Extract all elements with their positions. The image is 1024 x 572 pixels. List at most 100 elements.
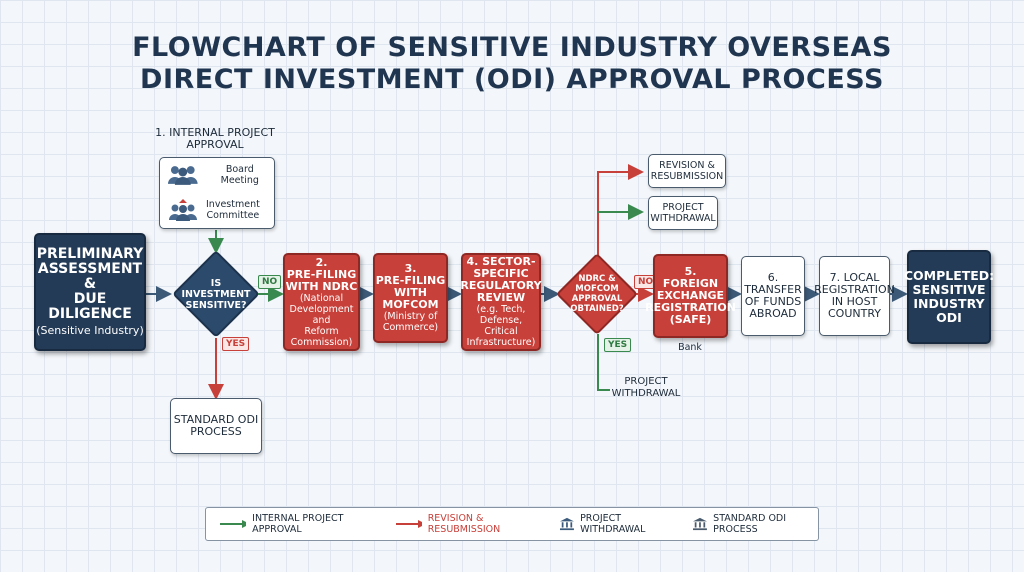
local-line-3: IN HOST [831, 295, 878, 308]
standard-odi-box: STANDARD ODI PROCESS [170, 398, 262, 454]
decision-approval-line-3: APPROVAL [571, 294, 623, 304]
legend-label-internal-approval: INTERNAL PROJECT APPROVAL [252, 513, 344, 535]
page-title-line-2: DIRECT INVESTMENT (ODI) APPROVAL PROCESS [140, 64, 884, 95]
project-withdrawal-bottom-label: PROJECT WITHDRAWAL [606, 376, 686, 400]
internal-approval-heading-line-2: APPROVAL [186, 138, 244, 151]
committee-icon [169, 199, 197, 221]
local-line-4: COUNTRY [828, 307, 881, 320]
completed-box: COMPLETED: SENSITIVE INDUSTRY ODI [903, 250, 995, 344]
sector-line-3: REGULATORY [460, 279, 542, 292]
legend-item-standard-odi: STANDARD ODI PROCESS [693, 513, 818, 535]
legend-item-internal-approval: INTERNAL PROJECT APPROVAL [220, 513, 378, 535]
decision-approval-line-4: OBTAINED? [570, 304, 624, 314]
legend-label-withdrawal: PROJECT WITHDRAWAL [580, 513, 646, 535]
decision-sensitive-yes-badge: YES [222, 337, 250, 351]
preliminary-assessment-box: PRELIMINARY ASSESSMENT & DUE DILIGENCE (… [34, 233, 146, 351]
page-title-line-1: FLOWCHART OF SENSITIVE INDUSTRY OVERSEAS [132, 32, 892, 63]
internal-approval-heading-line-1: 1. INTERNAL PROJECT [155, 126, 275, 139]
revision-line-1: REVISION & [659, 160, 715, 171]
local-line-2: REGISTRATION [814, 283, 895, 296]
revision-resubmission-box: REVISION & RESUBMISSION [648, 154, 726, 188]
legend-item-revision: REVISION & RESUBMISSION [395, 513, 543, 535]
forex-line-4: REGISTRATION [645, 301, 736, 314]
institution-icon [693, 517, 708, 531]
ndrc-line-7: Commission) [290, 336, 353, 348]
ndrc-prefiling-box: 2. PRE-FILING WITH NDRC (National Develo… [283, 253, 360, 351]
standard-odi-line-1: STANDARD ODI [173, 413, 259, 426]
board-meeting-label: Board Meeting [220, 164, 259, 186]
revision-line-2: RESUBMISSION [650, 171, 724, 182]
decision-sensitive-no-badge: NO [258, 275, 282, 289]
ndrc-line-6: Reform [304, 325, 339, 337]
preliminary-line-2: ASSESSMENT & [37, 261, 143, 292]
decision-sensitive-text: IS INVESTMENT SENSITIVE? [176, 270, 256, 318]
preliminary-line-3: DUE DILIGENCE [48, 291, 132, 322]
red-arrow-icon [395, 520, 422, 528]
forex-line-1: 5. [684, 265, 697, 278]
investment-committee-label-line-2: Committee [206, 210, 260, 221]
investment-committee-label: Investment Committee [206, 199, 260, 221]
decision-approval-line-1: NDRC & [578, 274, 616, 284]
mofcom-line-4: MOFCOM [382, 298, 439, 311]
completed-line-1: COMPLETED: [903, 268, 995, 283]
transfer-line-3: ABROAD [749, 307, 797, 320]
mofcom-line-1: 3. [404, 262, 417, 275]
sector-line-7: Infrastructure) [466, 337, 536, 348]
forex-line-5: (SAFE) [669, 313, 712, 326]
internal-approval-box: Board Meeting Investment Committee [159, 157, 275, 229]
green-arrow-icon [220, 520, 247, 528]
completed-line-2: SENSITIVE [912, 282, 986, 297]
board-meeting-row: Board Meeting [166, 164, 274, 186]
sector-line-6: Defense, Critical [479, 315, 523, 337]
legend-item-withdrawal: PROJECT WITHDRAWAL [560, 513, 675, 535]
internal-approval-heading: 1. INTERNAL PROJECT APPROVAL [140, 127, 290, 151]
withdrawal-top-line-2: WITHDRAWAL [650, 213, 716, 224]
legend-label-standard-odi: STANDARD ODI PROCESS [713, 513, 787, 535]
ndrc-line-2: PRE-FILING [286, 267, 357, 281]
forex-bank-caption: Bank [678, 342, 702, 353]
ndrc-line-5: Development and [289, 303, 354, 326]
standard-odi-line-2: PROCESS [190, 425, 242, 438]
investment-committee-label-line-1: Investment [206, 199, 260, 210]
local-registration-box: 7. LOCAL REGISTRATION IN HOST COUNTRY [814, 256, 895, 336]
withdrawal-top-line-1: PROJECT [662, 202, 704, 213]
ndrc-line-4: (National [299, 292, 344, 304]
decision-sensitive-line-1: IS [210, 277, 222, 289]
ndrc-line-3: WITH NDRC [285, 279, 358, 293]
sector-line-5: (e.g. Tech, [476, 304, 526, 315]
investment-committee-row: Investment Committee [166, 198, 260, 222]
decision-sensitive-line-3: SENSITIVE? [185, 299, 247, 311]
people-group-icon [167, 166, 198, 185]
forex-line-3: EXCHANGE [656, 289, 725, 302]
mofcom-prefiling-box: 3. PRE-FILING WITH MOFCOM (Ministry of C… [373, 253, 448, 343]
mofcom-line-3: WITH [394, 286, 427, 299]
decision-approval-yes-badge: YES [604, 338, 632, 352]
forex-line-2: FOREIGN [662, 277, 719, 290]
decision-approval-line-2: MOFCOM [575, 284, 619, 294]
completed-line-4: ODI [936, 310, 962, 325]
decision-sensitive-line-2: INVESTMENT [181, 288, 251, 300]
bank-building-icon [560, 517, 575, 531]
mofcom-line-2: PRE-FILING [375, 274, 446, 287]
sector-line-2: SPECIFIC [473, 267, 529, 280]
project-withdrawal-top-box: PROJECT WITHDRAWAL [648, 196, 718, 230]
withdrawal-bottom-line-2: WITHDRAWAL [611, 388, 681, 399]
sector-line-4: REVIEW [476, 291, 526, 304]
forex-registration-box: 5. FOREIGN EXCHANGE REGISTRATION (SAFE) [645, 254, 736, 338]
preliminary-line-1: PRELIMINARY [36, 246, 144, 262]
decision-approval-no-badge: NO [634, 275, 658, 289]
legend-label-revision: REVISION & RESUBMISSION [427, 513, 501, 535]
mofcom-line-6: Commerce) [382, 322, 439, 333]
local-line-1: 7. LOCAL [829, 271, 880, 284]
arrow-decision2-yes [597, 334, 610, 391]
legend: INTERNAL PROJECT APPROVAL REVISION & RES… [205, 507, 819, 541]
mofcom-line-5: (Ministry of [383, 311, 438, 322]
preliminary-line-4: (Sensitive Industry) [36, 324, 144, 337]
ndrc-line-1: 2. [315, 255, 328, 269]
withdrawal-bottom-line-1: PROJECT [624, 376, 668, 387]
decision-approval-text: NDRC & MOFCOM APPROVAL OBTAINED? [557, 270, 637, 318]
transfer-line-2: OF FUNDS [744, 295, 802, 308]
sector-line-1: 4. SECTOR- [466, 255, 536, 268]
sector-review-box: 4. SECTOR- SPECIFIC REGULATORY REVIEW (e… [460, 253, 542, 351]
